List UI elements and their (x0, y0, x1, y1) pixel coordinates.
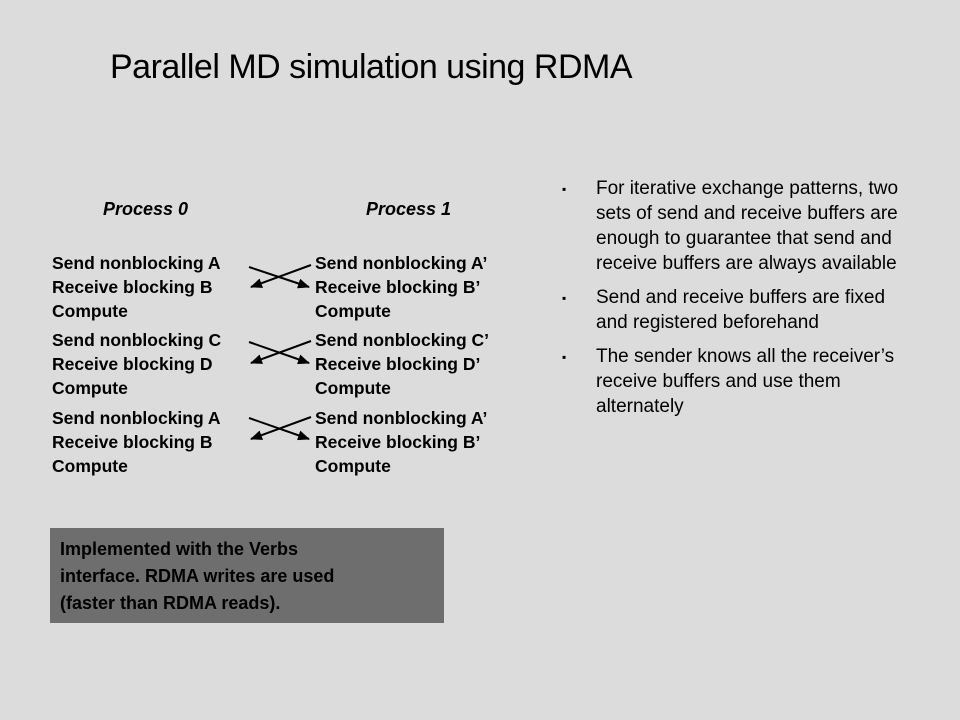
exchange-arrow-pair-1 (248, 264, 312, 289)
process-0-receive-step: Receive blocking D (52, 354, 213, 374)
square-bullet-icon: ▪ (562, 350, 567, 364)
note-line: (faster than RDMA reads). (60, 593, 281, 613)
process-0-label: Process 0 (103, 199, 189, 219)
send-arrow-1-to-0 (250, 340, 312, 364)
send-arrow-0-to-1 (248, 417, 310, 441)
send-arrow-0-to-1 (248, 341, 310, 365)
bullet-text: For iterative exchange patterns, two set… (596, 178, 899, 274)
process-1-receive-step: Receive blocking D’ (315, 354, 481, 374)
square-bullet-icon: ▪ (562, 182, 567, 196)
process-1-compute-step: Compute (315, 378, 391, 398)
send-arrow-0-to-1 (248, 266, 310, 289)
process-0-send-step: Send nonblocking C (52, 330, 222, 350)
process-1-step-group-2: Send nonblocking C’ Receive blocking D’ … (315, 328, 489, 400)
exchange-arrow-pair-3 (248, 416, 312, 441)
bullet-item: ▪ The sender knows all the receiver’s re… (562, 344, 922, 419)
process-1-receive-step: Receive blocking B’ (315, 277, 481, 297)
process-1-send-step: Send nonblocking A’ (315, 408, 488, 428)
send-arrow-1-to-0 (250, 416, 312, 440)
process-1-compute-step: Compute (315, 301, 391, 321)
process-1-label: Process 1 (366, 199, 452, 219)
process-0-step-group-3: Send nonblocking A Receive blocking B Co… (52, 406, 221, 478)
process-0-compute-step: Compute (52, 456, 128, 476)
process-1-send-step: Send nonblocking A’ (315, 253, 488, 273)
process-0-compute-step: Compute (52, 378, 128, 398)
process-0-send-step: Send nonblocking A (52, 253, 221, 273)
process-1-step-group-3: Send nonblocking A’ Receive blocking B’ … (315, 406, 487, 478)
process-0-step-group-1: Send nonblocking A Receive blocking B Co… (52, 251, 221, 323)
bullet-text: Send and receive buffers are fixed and r… (596, 287, 886, 333)
implementation-note: Implemented with the Verbs interface. RD… (50, 528, 444, 623)
process-0-step-group-2: Send nonblocking C Receive blocking D Co… (52, 328, 221, 400)
process-1-compute-step: Compute (315, 456, 391, 476)
note-line: Implemented with the Verbs (60, 539, 299, 559)
bullet-text: The sender knows all the receiver’s rece… (596, 346, 895, 417)
slide-title: Parallel MD simulation using RDMA (110, 48, 633, 86)
exchange-arrow-pair-2 (248, 340, 312, 365)
bullet-item: ▪ For iterative exchange patterns, two s… (562, 176, 922, 276)
bullet-list: ▪ For iterative exchange patterns, two s… (562, 176, 922, 428)
bullet-item: ▪ Send and receive buffers are fixed and… (562, 285, 922, 335)
square-bullet-icon: ▪ (562, 291, 567, 305)
send-arrow-1-to-0 (250, 264, 312, 288)
process-1-receive-step: Receive blocking B’ (315, 432, 481, 452)
process-0-send-step: Send nonblocking A (52, 408, 221, 428)
process-1-step-group-1: Send nonblocking A’ Receive blocking B’ … (315, 251, 487, 323)
process-0-receive-step: Receive blocking B (52, 432, 213, 452)
process-1-send-step: Send nonblocking C’ (315, 330, 490, 350)
process-0-compute-step: Compute (52, 301, 128, 321)
note-line: interface. RDMA writes are used (60, 566, 335, 586)
process-0-receive-step: Receive blocking B (52, 277, 213, 297)
